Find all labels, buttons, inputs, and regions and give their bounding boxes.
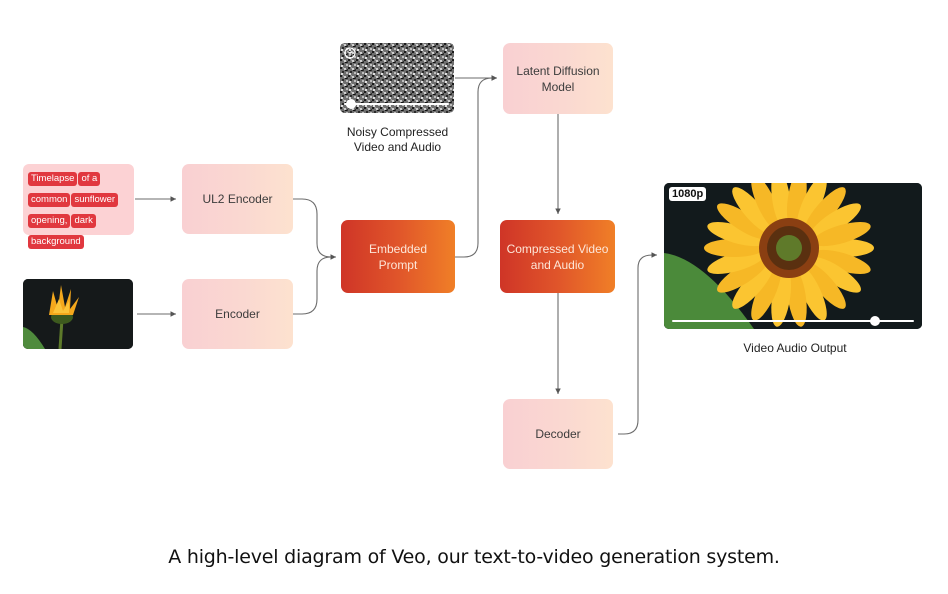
sunflower-petal: [717, 203, 769, 240]
sunflower-petal: [809, 256, 861, 293]
prompt-word-chip: of a: [78, 172, 101, 186]
decoder-node: Decoder: [503, 399, 613, 469]
ul2-encoder-node: UL2 Encoder: [182, 164, 293, 234]
prompt-word-chip: common: [28, 193, 71, 207]
prompt-word-chip: opening,: [28, 214, 71, 228]
prompt-line: opening,dark: [28, 210, 130, 231]
noisy-input-label: Noisy Compressed Video and Audio: [346, 125, 449, 154]
edge-ul2-to-embedded: [293, 198, 336, 260]
sunflower-petal: [732, 261, 774, 309]
sunflower-petal: [707, 221, 766, 247]
sunflower-petal: [804, 261, 846, 309]
edge-embedded-to-latent: [455, 75, 497, 258]
sunflower-petal: [771, 183, 792, 229]
sunflower-petal: [717, 256, 769, 293]
sunflower-petal: [812, 249, 871, 275]
edge-encoder-to-embedded: [293, 256, 332, 315]
sunflower-output-image: [664, 183, 922, 329]
prompt-word-chip: background: [28, 235, 84, 249]
output-label: Video Audio Output: [743, 341, 847, 355]
sunflower-petal: [796, 265, 827, 321]
prompt-word-chip: sunflower: [71, 193, 119, 207]
encoder-node: Encoder: [182, 279, 293, 349]
noise-texture: [340, 43, 454, 113]
sunflower-petal: [796, 183, 827, 231]
noisy-progress-track[interactable]: [344, 103, 449, 105]
sunflower-petal: [707, 249, 766, 275]
sunflower-bud-image: [23, 279, 133, 349]
sunflower-petal: [732, 187, 774, 235]
output-video-player: 1080p: [664, 183, 922, 329]
sunflower-petal: [804, 187, 846, 235]
output-progress-track[interactable]: [672, 320, 914, 322]
noisy-progress-thumb[interactable]: [346, 99, 357, 109]
sunflower-petal: [786, 267, 807, 327]
compressed-video-node: Compressed Video and Audio: [500, 220, 615, 293]
sunflower-petal: [812, 221, 871, 247]
prompt-word-chip: Timelapse: [28, 172, 78, 186]
noisy-video-thumbnail: [340, 43, 454, 113]
resolution-badge: 1080p: [669, 187, 707, 201]
sunflower-petal: [751, 183, 782, 231]
prompt-word-chip: dark: [71, 214, 96, 228]
input-image: [23, 279, 133, 349]
cube-icon: [344, 47, 356, 59]
figure-caption: A high-level diagram of Veo, our text-to…: [168, 546, 780, 568]
embedded-prompt-node: Embedded Prompt: [341, 220, 455, 293]
sunflower-petal: [751, 265, 782, 321]
edge-decoder-to-output: [618, 252, 657, 435]
latent-diffusion-node: Latent Diffusion Model: [503, 43, 613, 114]
output-progress-thumb[interactable]: [870, 316, 881, 326]
sunflower-petal: [809, 203, 861, 240]
prompt-line: background: [28, 231, 130, 252]
